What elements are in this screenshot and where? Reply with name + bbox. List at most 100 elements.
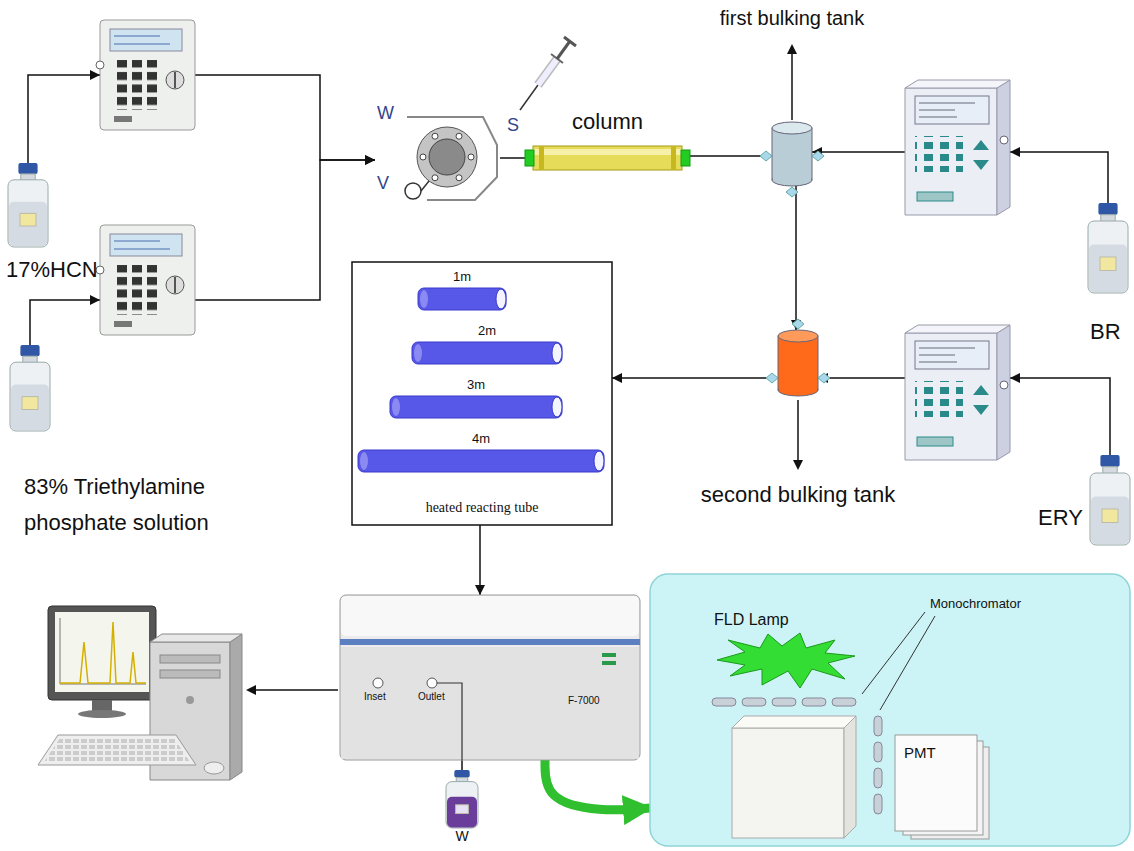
reagent-bottle-outline [8,163,48,247]
label: V [377,173,389,195]
valve-port [456,175,462,181]
flow-arrow [545,760,650,810]
computer [55,612,149,692]
reacting-tube: 1m [418,288,506,310]
bottle-body [1088,221,1128,293]
fluorescence-detector-outline [340,595,640,760]
reagent-bottle-outline [1090,455,1130,545]
tank-nozzle [812,151,824,161]
monochromator [712,698,736,706]
monochromator [874,794,882,814]
tube-body [390,396,562,418]
computer [60,618,61,684]
bottle-body [10,362,50,431]
lamp-flash [717,633,855,688]
connector [612,377,778,379]
computer [38,735,196,765]
computer [230,634,242,780]
column-band [539,146,544,170]
bulking-tank: first bulking tank [772,122,812,186]
bottle-cap [454,770,469,778]
tank-body [778,336,818,390]
label: 4m [358,431,604,447]
tank-nozzle [760,151,772,161]
tube-end [552,343,562,363]
bottle-body [446,782,478,828]
syringe [557,41,570,59]
tube-end [420,290,428,308]
sample-cell [844,716,856,838]
inlet-arrowhead [90,295,100,305]
bottle-cap [1098,203,1117,215]
connector [795,186,797,330]
label: Monochromator [930,596,1021,612]
tank-lid [772,122,812,134]
computer [38,606,242,780]
connector [30,160,375,345]
indicator-light [602,653,616,657]
outlet-arrow [787,44,797,54]
reactor-frame: heated reacting tube1m2m3m4m [352,262,612,525]
sample-loop [405,183,421,199]
label: ERY [1038,505,1083,531]
tank-body [772,128,812,180]
reacting-tube-outline [418,288,506,310]
tube-end [414,344,422,362]
tank-body [773,128,811,180]
tube-end [360,452,368,470]
connector [479,525,481,595]
label: F-7000 [568,695,600,707]
monochromator [772,698,796,706]
pump [905,325,1010,460]
tank-body [779,336,817,390]
detector-detail [650,574,1130,846]
label: PMT [904,744,936,762]
reacting-tube-outline [412,342,562,364]
label: Inset [364,691,386,703]
sample-cell [732,728,844,838]
bottle-label [22,397,38,410]
sample-loop [421,181,429,191]
bottle-liquid [1091,496,1129,544]
label: W [377,103,394,125]
bottle-label [1102,509,1118,523]
frame-border [352,262,612,525]
bottle-cap [20,345,39,356]
label: heated reacting tube [352,500,612,517]
label: first bulking tank [682,6,902,30]
pump [96,225,195,335]
tank-nozzle [818,373,830,383]
bottle-liquid [447,797,477,828]
column-band [671,146,676,170]
reacting-tube: 4m [358,450,604,472]
valve-port [420,154,426,160]
computer [78,710,126,718]
valve-port [432,133,438,139]
valve-port [432,175,438,181]
outlet-arrow [793,460,803,470]
valve-port [456,133,462,139]
tube-body [358,450,604,472]
syringe [520,37,576,110]
tank-nozzle [766,373,778,383]
inlet-arrowhead [1010,373,1020,383]
label: FLD Lamp [714,610,789,629]
label: S [507,115,519,137]
indicator-light [602,661,616,665]
reacting-tube-outline [390,396,562,418]
label: 2m [412,323,562,339]
detector-detail [650,574,1130,846]
monochromator [832,698,856,706]
syringe [520,85,538,110]
monochromator [874,716,882,736]
detector-detail-panel: FLD Lamp MonochromatorPMT [650,574,1130,846]
tube-end [496,289,506,309]
label: 83% Triethylamine phosphate solution [24,469,274,542]
detector-top [341,596,639,636]
detector-body [340,595,640,760]
label: W [446,828,478,845]
reacting-tube-outline [358,450,604,472]
syringe [538,59,557,85]
column-fitting [681,150,690,166]
